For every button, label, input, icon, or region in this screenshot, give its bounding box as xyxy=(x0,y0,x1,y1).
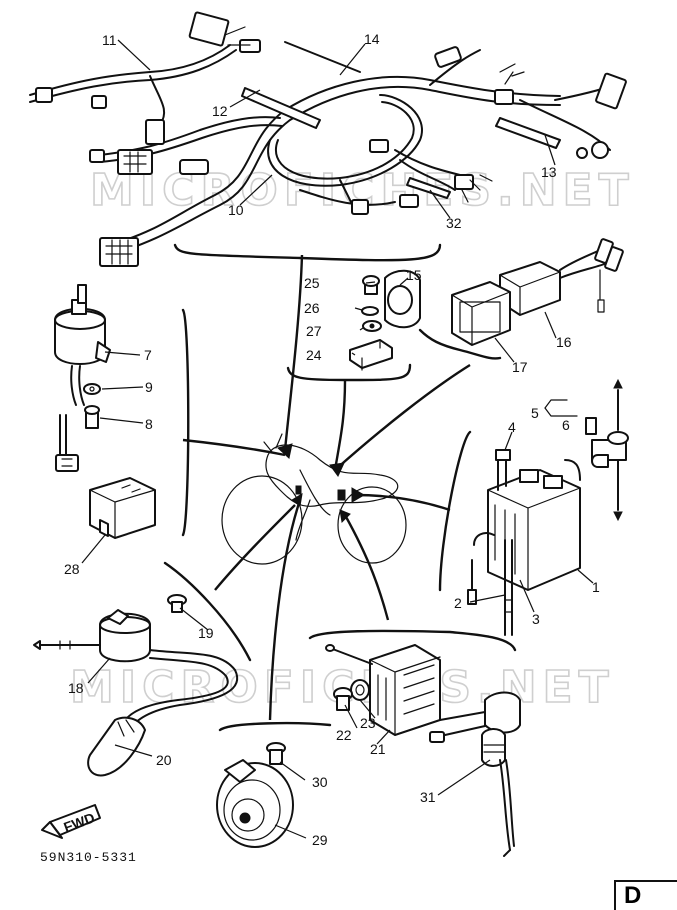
callout-19: 19 xyxy=(198,625,214,641)
part-group-battery xyxy=(467,378,629,636)
fwd-indicator: FWD xyxy=(41,804,101,839)
callout-18: 18 xyxy=(68,680,84,696)
footer-code: 59N310-5331 xyxy=(40,850,137,865)
callout-25: 25 xyxy=(304,275,320,291)
pointer-arrows xyxy=(182,254,471,721)
callout-6: 6 xyxy=(562,417,570,433)
callout-32: 32 xyxy=(446,215,462,231)
callout-8: 8 xyxy=(145,416,153,432)
part-group-28 xyxy=(89,477,156,539)
callout-10: 10 xyxy=(228,202,244,218)
callout-27: 27 xyxy=(306,323,322,339)
page-mark: D xyxy=(614,880,677,910)
callout-23: 23 xyxy=(360,715,376,731)
part-group-ignition xyxy=(54,284,111,472)
wire-harness xyxy=(29,11,627,267)
callout-20: 20 xyxy=(156,752,172,768)
callout-29: 29 xyxy=(312,832,328,848)
fwd-label: FWD xyxy=(61,809,96,835)
callout-5: 5 xyxy=(531,405,539,421)
callout-12: 12 xyxy=(212,103,228,119)
callout-7: 7 xyxy=(144,347,152,363)
callout-11: 11 xyxy=(102,32,117,48)
callout-4: 4 xyxy=(508,419,516,435)
part-group-31 xyxy=(429,691,521,857)
callout-14: 14 xyxy=(364,31,380,47)
callout-31: 31 xyxy=(420,789,436,805)
callout-26: 26 xyxy=(304,300,320,316)
part-group-horn xyxy=(216,742,294,848)
callout-9: 9 xyxy=(145,379,153,395)
leader-lines xyxy=(81,39,594,839)
part-group-18-20 xyxy=(33,594,238,777)
callout-16: 16 xyxy=(556,334,572,350)
callout-22: 22 xyxy=(336,727,352,743)
callout-28: 28 xyxy=(64,561,80,577)
callout-numbers: 1 2 3 4 5 6 7 8 9 10 11 12 13 14 15 16 1… xyxy=(64,31,600,848)
part-group-21-23 xyxy=(325,644,441,736)
callout-1: 1 xyxy=(592,579,600,595)
callout-3: 3 xyxy=(532,611,540,627)
callout-21: 21 xyxy=(370,741,386,757)
callout-30: 30 xyxy=(312,774,328,790)
callout-24: 24 xyxy=(306,347,322,363)
part-group-16-17 xyxy=(451,238,624,346)
callout-17: 17 xyxy=(512,359,528,375)
part-group-24-27 xyxy=(349,269,421,371)
motorcycle-outline xyxy=(221,433,407,565)
callout-15: 15 xyxy=(406,267,422,283)
callout-2: 2 xyxy=(454,595,462,611)
callout-13: 13 xyxy=(541,164,557,180)
